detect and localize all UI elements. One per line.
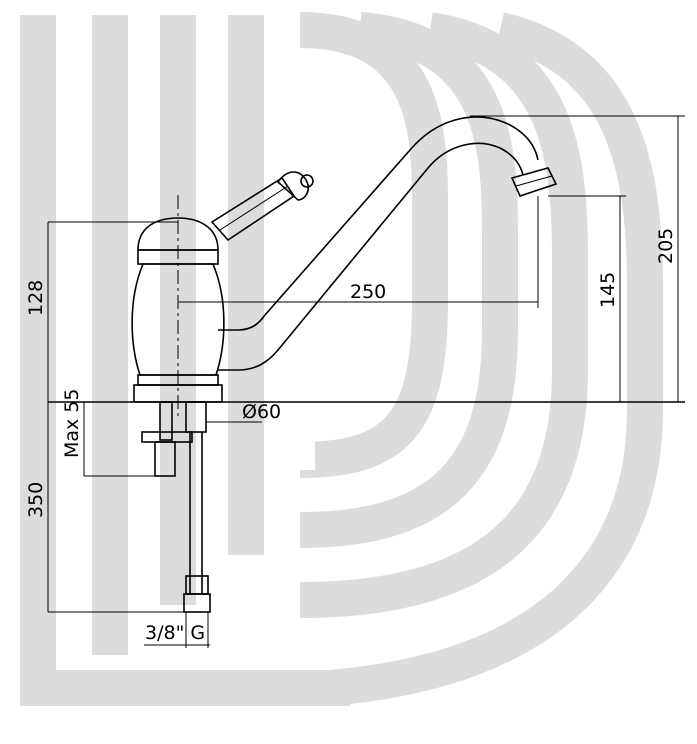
dim-128: 128 [25, 280, 47, 316]
lever-knob [300, 174, 314, 188]
lever-detail [219, 185, 289, 231]
dim-diameter-60: Ø60 [242, 401, 281, 423]
dim-145: 145 [597, 272, 619, 308]
dim-connection: 3/8" G [145, 622, 205, 644]
watermark-arcs [299, 12, 663, 706]
hose-end-ferrule [185, 575, 209, 595]
hose-connector-top [185, 401, 207, 433]
watermark-logo [20, 12, 663, 706]
under-deck-fittings [141, 401, 211, 613]
threaded-rod [159, 401, 173, 441]
dim-205: 205 [655, 228, 677, 264]
watermark-bar-2 [92, 15, 128, 655]
watermark-bar-4 [228, 15, 264, 555]
lever-handle [210, 171, 314, 242]
dim-350: 350 [25, 482, 47, 518]
lever-tip [276, 171, 310, 201]
dim-250: 250 [350, 281, 386, 303]
body-dome [137, 217, 219, 251]
dimension-lines [47, 115, 685, 648]
aerator [510, 167, 558, 197]
flex-hose [189, 432, 203, 594]
watermark-bottom-band [20, 670, 350, 706]
watermark-gap [285, 440, 315, 470]
spout [218, 116, 558, 371]
dim-max-55: Max 55 [61, 389, 83, 459]
faucet-body [131, 195, 225, 420]
watermark-bar-1 [20, 15, 56, 705]
nut [154, 441, 176, 477]
